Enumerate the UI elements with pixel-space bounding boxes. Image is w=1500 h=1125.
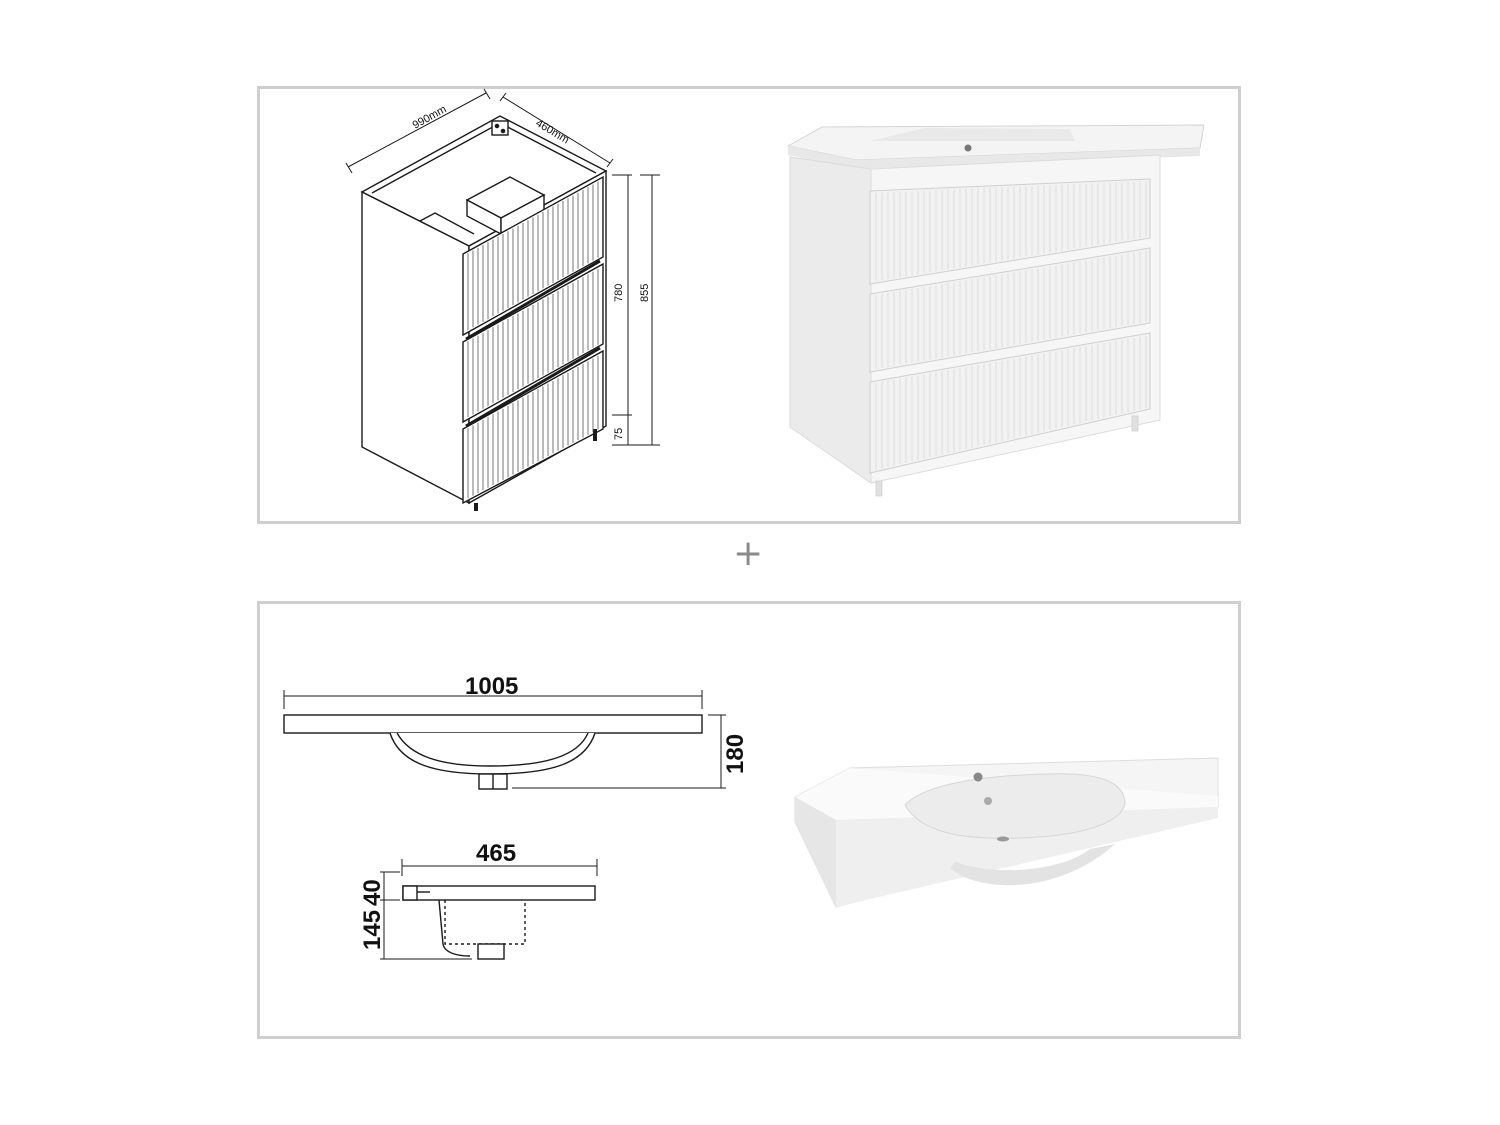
cabinet-illustrations: 990mm 460mm 780 855 75 (345, 88, 1205, 511)
basin-illustrations: 1005 180 465 40 145 (283, 673, 1219, 960)
basin-front-drawing (283, 714, 703, 790)
basin-panel: 1005 180 465 40 145 (257, 601, 1241, 1039)
plus-separator: + (733, 533, 764, 574)
basin-bowl-label: 145 (359, 910, 386, 950)
cabinet-total-height-label: 855 (639, 284, 651, 302)
drawer-fluting (467, 181, 599, 499)
basin-width-label: 1005 (465, 673, 518, 700)
cabinet-dimension-lines (345, 88, 660, 446)
basin-render (794, 757, 1219, 908)
basin-rim-label: 40 (359, 879, 386, 906)
basin-front-dimensions (283, 690, 726, 789)
cabinet-width-label: 990mm (411, 103, 449, 131)
basin-height-label: 180 (722, 734, 749, 774)
render-drawer-fluting (875, 181, 1147, 470)
cabinet-leg-label: 75 (613, 428, 625, 440)
basin-side-dimensions (380, 859, 598, 960)
cabinet-height-label: 780 (613, 284, 625, 302)
cabinet-panel: 990mm 460mm 780 855 75 (257, 86, 1241, 524)
cabinet-line-drawing (360, 115, 608, 511)
basin-side-drawing (402, 885, 596, 960)
basin-depth-label: 465 (476, 840, 516, 867)
